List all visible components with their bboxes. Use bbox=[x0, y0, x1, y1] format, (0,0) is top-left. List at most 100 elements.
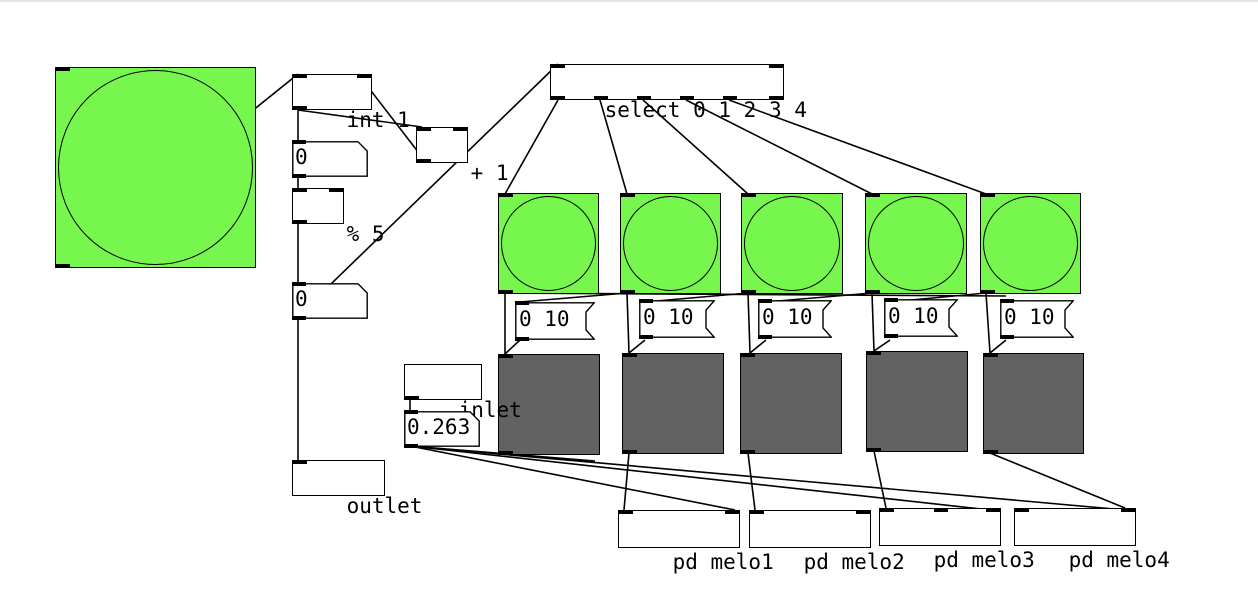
inlet-port[interactable] bbox=[866, 193, 880, 197]
bang-3[interactable] bbox=[865, 193, 967, 294]
inlet-port[interactable] bbox=[984, 353, 998, 357]
bang-2[interactable] bbox=[741, 193, 843, 294]
inlet-port[interactable] bbox=[750, 510, 764, 514]
outlet-port[interactable] bbox=[405, 396, 419, 400]
plus-object[interactable]: + 1 bbox=[416, 127, 509, 185]
inlet-port[interactable] bbox=[551, 64, 565, 68]
inlet-port[interactable] bbox=[856, 510, 870, 514]
inlet-port[interactable] bbox=[404, 410, 418, 414]
slider-0[interactable] bbox=[498, 354, 600, 455]
outlet-port[interactable] bbox=[293, 106, 307, 110]
inlet-port[interactable] bbox=[499, 193, 513, 197]
inlet-port[interactable] bbox=[1000, 299, 1014, 303]
outlet-port[interactable] bbox=[742, 290, 756, 294]
inlet-port[interactable] bbox=[292, 282, 306, 286]
outlet-port[interactable] bbox=[639, 335, 653, 339]
slider-1[interactable] bbox=[622, 353, 724, 454]
inlet-port[interactable] bbox=[619, 510, 633, 514]
inlet-port[interactable] bbox=[758, 299, 772, 303]
inlet-port[interactable] bbox=[293, 74, 307, 78]
outlet-port[interactable] bbox=[1000, 335, 1014, 339]
inlet-object[interactable]: inlet bbox=[404, 364, 522, 422]
inlet-port[interactable] bbox=[867, 351, 881, 355]
inlet-port[interactable] bbox=[453, 127, 467, 131]
outlet-port[interactable] bbox=[292, 174, 306, 178]
inlet-port[interactable] bbox=[56, 67, 70, 71]
outlet-port[interactable] bbox=[499, 290, 513, 294]
outlet-port[interactable] bbox=[594, 96, 608, 100]
inlet-port[interactable] bbox=[725, 510, 739, 514]
inlet-port[interactable] bbox=[292, 140, 306, 144]
inlet-port[interactable] bbox=[499, 354, 513, 358]
inlet-port[interactable] bbox=[1121, 508, 1135, 512]
inlet-port[interactable] bbox=[515, 301, 529, 305]
message-box-4[interactable]: 0 10 bbox=[1000, 299, 1074, 339]
outlet-port[interactable] bbox=[515, 337, 529, 341]
outlet-port[interactable] bbox=[758, 335, 772, 339]
int-object[interactable]: int 1 bbox=[292, 74, 410, 132]
inlet-port[interactable] bbox=[741, 353, 755, 357]
bang-1[interactable] bbox=[620, 193, 721, 294]
inlet-port[interactable] bbox=[621, 193, 635, 197]
subpatch-melo1[interactable]: pd melo1 bbox=[618, 510, 774, 574]
message-box-3[interactable]: 0 10 bbox=[884, 298, 958, 338]
message-box-label: 0 10 bbox=[519, 307, 570, 331]
outlet-port[interactable] bbox=[769, 96, 783, 100]
subpatch-melo3[interactable]: pd melo3 bbox=[879, 508, 1035, 572]
slider-3[interactable] bbox=[866, 351, 968, 452]
bang-circle bbox=[623, 196, 718, 291]
outlet-port[interactable] bbox=[404, 444, 418, 448]
slider-2[interactable] bbox=[740, 353, 842, 454]
outlet-port[interactable] bbox=[984, 450, 998, 454]
outlet-port[interactable] bbox=[884, 334, 898, 338]
number-box-volume[interactable]: 0.263 bbox=[404, 410, 480, 448]
inlet-port[interactable] bbox=[417, 127, 431, 131]
message-box-0[interactable]: 0 10 bbox=[515, 301, 595, 341]
outlet-port[interactable] bbox=[621, 290, 635, 294]
inlet-port[interactable] bbox=[357, 74, 371, 78]
inlet-port[interactable] bbox=[986, 508, 1000, 512]
subpatch-label: pd melo3 bbox=[933, 548, 1035, 572]
outlet-port[interactable] bbox=[866, 290, 880, 294]
inlet-port[interactable] bbox=[742, 193, 756, 197]
outlet-port[interactable] bbox=[741, 450, 755, 454]
number-box-counter[interactable]: 0 bbox=[292, 140, 368, 178]
inlet-port[interactable] bbox=[623, 353, 637, 357]
inlet-port[interactable] bbox=[639, 299, 653, 303]
outlet-port[interactable] bbox=[417, 159, 431, 163]
inlet-port[interactable] bbox=[769, 64, 783, 68]
inlet-port[interactable] bbox=[934, 508, 948, 512]
outlet-port[interactable] bbox=[623, 450, 637, 454]
subpatch-melo2[interactable]: pd melo2 bbox=[749, 510, 905, 574]
subpatch-melo4[interactable]: pd melo4 bbox=[1014, 508, 1170, 572]
outlet-port[interactable] bbox=[867, 448, 881, 452]
number-box-index[interactable]: 0 bbox=[292, 282, 368, 320]
outlet-port[interactable] bbox=[680, 96, 694, 100]
message-box-1[interactable]: 0 10 bbox=[639, 299, 715, 339]
outlet-port[interactable] bbox=[292, 316, 306, 320]
outlet-port[interactable] bbox=[981, 290, 995, 294]
outlet-port[interactable] bbox=[499, 451, 513, 455]
slider-4[interactable] bbox=[983, 353, 1084, 454]
outlet-port[interactable] bbox=[637, 96, 651, 100]
inlet-port[interactable] bbox=[880, 508, 894, 512]
inlet-port[interactable] bbox=[1015, 508, 1029, 512]
inlet-port[interactable] bbox=[293, 188, 307, 192]
bang-4[interactable] bbox=[980, 193, 1081, 294]
outlet-port[interactable] bbox=[56, 264, 70, 268]
inlet-port[interactable] bbox=[884, 298, 898, 302]
message-box-2[interactable]: 0 10 bbox=[758, 299, 832, 339]
modulo-object[interactable]: % 5 bbox=[292, 188, 385, 246]
bang-0[interactable] bbox=[498, 193, 599, 294]
outlet-port[interactable] bbox=[551, 96, 565, 100]
select-object[interactable]: select 0 1 2 3 4 bbox=[550, 64, 807, 122]
inlet-port[interactable] bbox=[329, 188, 343, 192]
plus-object-label: + 1 bbox=[470, 161, 509, 185]
main-bang[interactable] bbox=[55, 67, 256, 268]
outlet-port[interactable] bbox=[723, 96, 737, 100]
inlet-port[interactable] bbox=[293, 460, 307, 464]
outlet-object[interactable]: outlet bbox=[292, 460, 422, 518]
outlet-port[interactable] bbox=[293, 220, 307, 224]
inlet-port[interactable] bbox=[981, 193, 995, 197]
